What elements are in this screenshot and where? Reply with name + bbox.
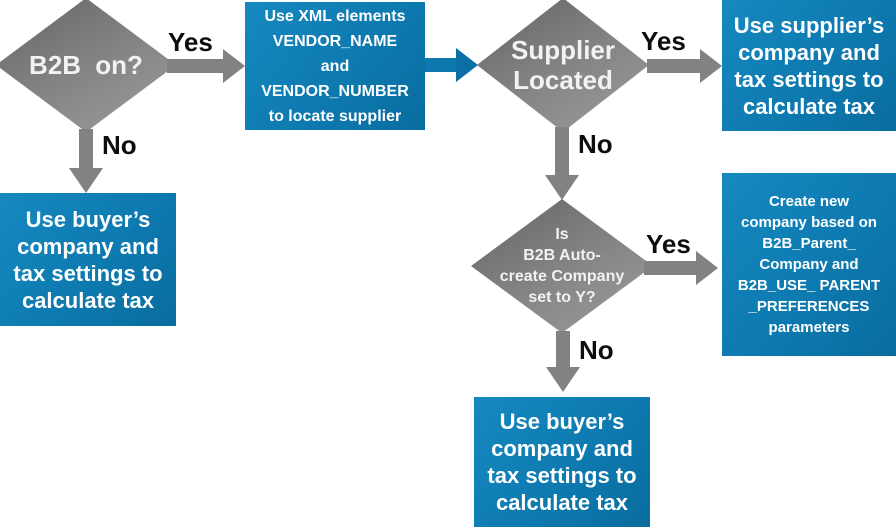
decision-supplier-located-label: Supplier Located bbox=[510, 35, 615, 95]
arrow-supplier-yes bbox=[647, 49, 722, 83]
arrow-shaft bbox=[425, 58, 457, 72]
process-create-company-label: Create new company based on B2B_Parent_ … bbox=[737, 193, 881, 336]
process-create-company: Create new company based on B2B_Parent_ … bbox=[722, 173, 896, 356]
process-use-supplier-settings: Use supplier’s company and tax settings … bbox=[722, 0, 896, 131]
arrow-head-right-icon bbox=[223, 49, 245, 83]
arrow-head-right-icon bbox=[696, 251, 718, 285]
edge-label-yes-1: Yes bbox=[168, 27, 213, 57]
edge-label-no-2: No bbox=[578, 129, 613, 159]
arrow-shaft bbox=[167, 59, 223, 73]
edge-label-no-1: No bbox=[102, 130, 137, 160]
arrow-shaft bbox=[79, 129, 93, 169]
arrow-head-right-icon bbox=[456, 48, 478, 82]
arrow-shaft bbox=[555, 127, 569, 176]
process-locate-supplier: Use XML elements VENDOR_NAME and VENDOR_… bbox=[245, 2, 425, 130]
process-use-supplier-settings-label: Use supplier’s company and tax settings … bbox=[733, 12, 885, 119]
arrow-to-supplier-located bbox=[425, 48, 478, 82]
decision-b2b-on: B2B on? bbox=[0, 0, 176, 132]
process-use-buyer-settings-left-label: Use buyer’s company and tax settings to … bbox=[13, 206, 163, 313]
arrow-b2b-yes bbox=[167, 49, 245, 83]
edge-label-no-3: No bbox=[579, 335, 614, 365]
decision-autocreate-company: Is B2B Auto- create Company set to Y? bbox=[471, 199, 653, 333]
decision-b2b-on-label: B2B on? bbox=[29, 50, 143, 80]
decision-supplier-located: Supplier Located bbox=[477, 0, 649, 132]
arrow-shaft bbox=[556, 331, 570, 368]
arrow-shaft bbox=[647, 59, 700, 73]
arrow-b2b-no bbox=[69, 129, 103, 193]
arrow-autocreate-no bbox=[546, 331, 580, 392]
arrow-head-right-icon bbox=[700, 49, 722, 83]
process-use-buyer-settings-left: Use buyer’s company and tax settings to … bbox=[0, 193, 176, 326]
arrow-head-down-icon bbox=[545, 175, 579, 200]
edge-label-yes-2: Yes bbox=[641, 26, 686, 56]
arrow-autocreate-yes bbox=[644, 251, 718, 285]
process-use-buyer-settings-bottom-label: Use buyer’s company and tax settings to … bbox=[487, 409, 637, 515]
edge-label-yes-3: Yes bbox=[646, 229, 691, 259]
process-locate-supplier-label: Use XML elements VENDOR_NAME and VENDOR_… bbox=[261, 7, 409, 125]
arrow-head-down-icon bbox=[69, 168, 103, 193]
arrow-shaft bbox=[644, 261, 696, 275]
decision-autocreate-company-label: Is B2B Auto- create Company set to Y? bbox=[499, 226, 625, 306]
process-use-buyer-settings-bottom: Use buyer’s company and tax settings to … bbox=[474, 397, 650, 527]
arrow-head-down-icon bbox=[546, 367, 580, 392]
arrow-supplier-no bbox=[545, 127, 579, 200]
